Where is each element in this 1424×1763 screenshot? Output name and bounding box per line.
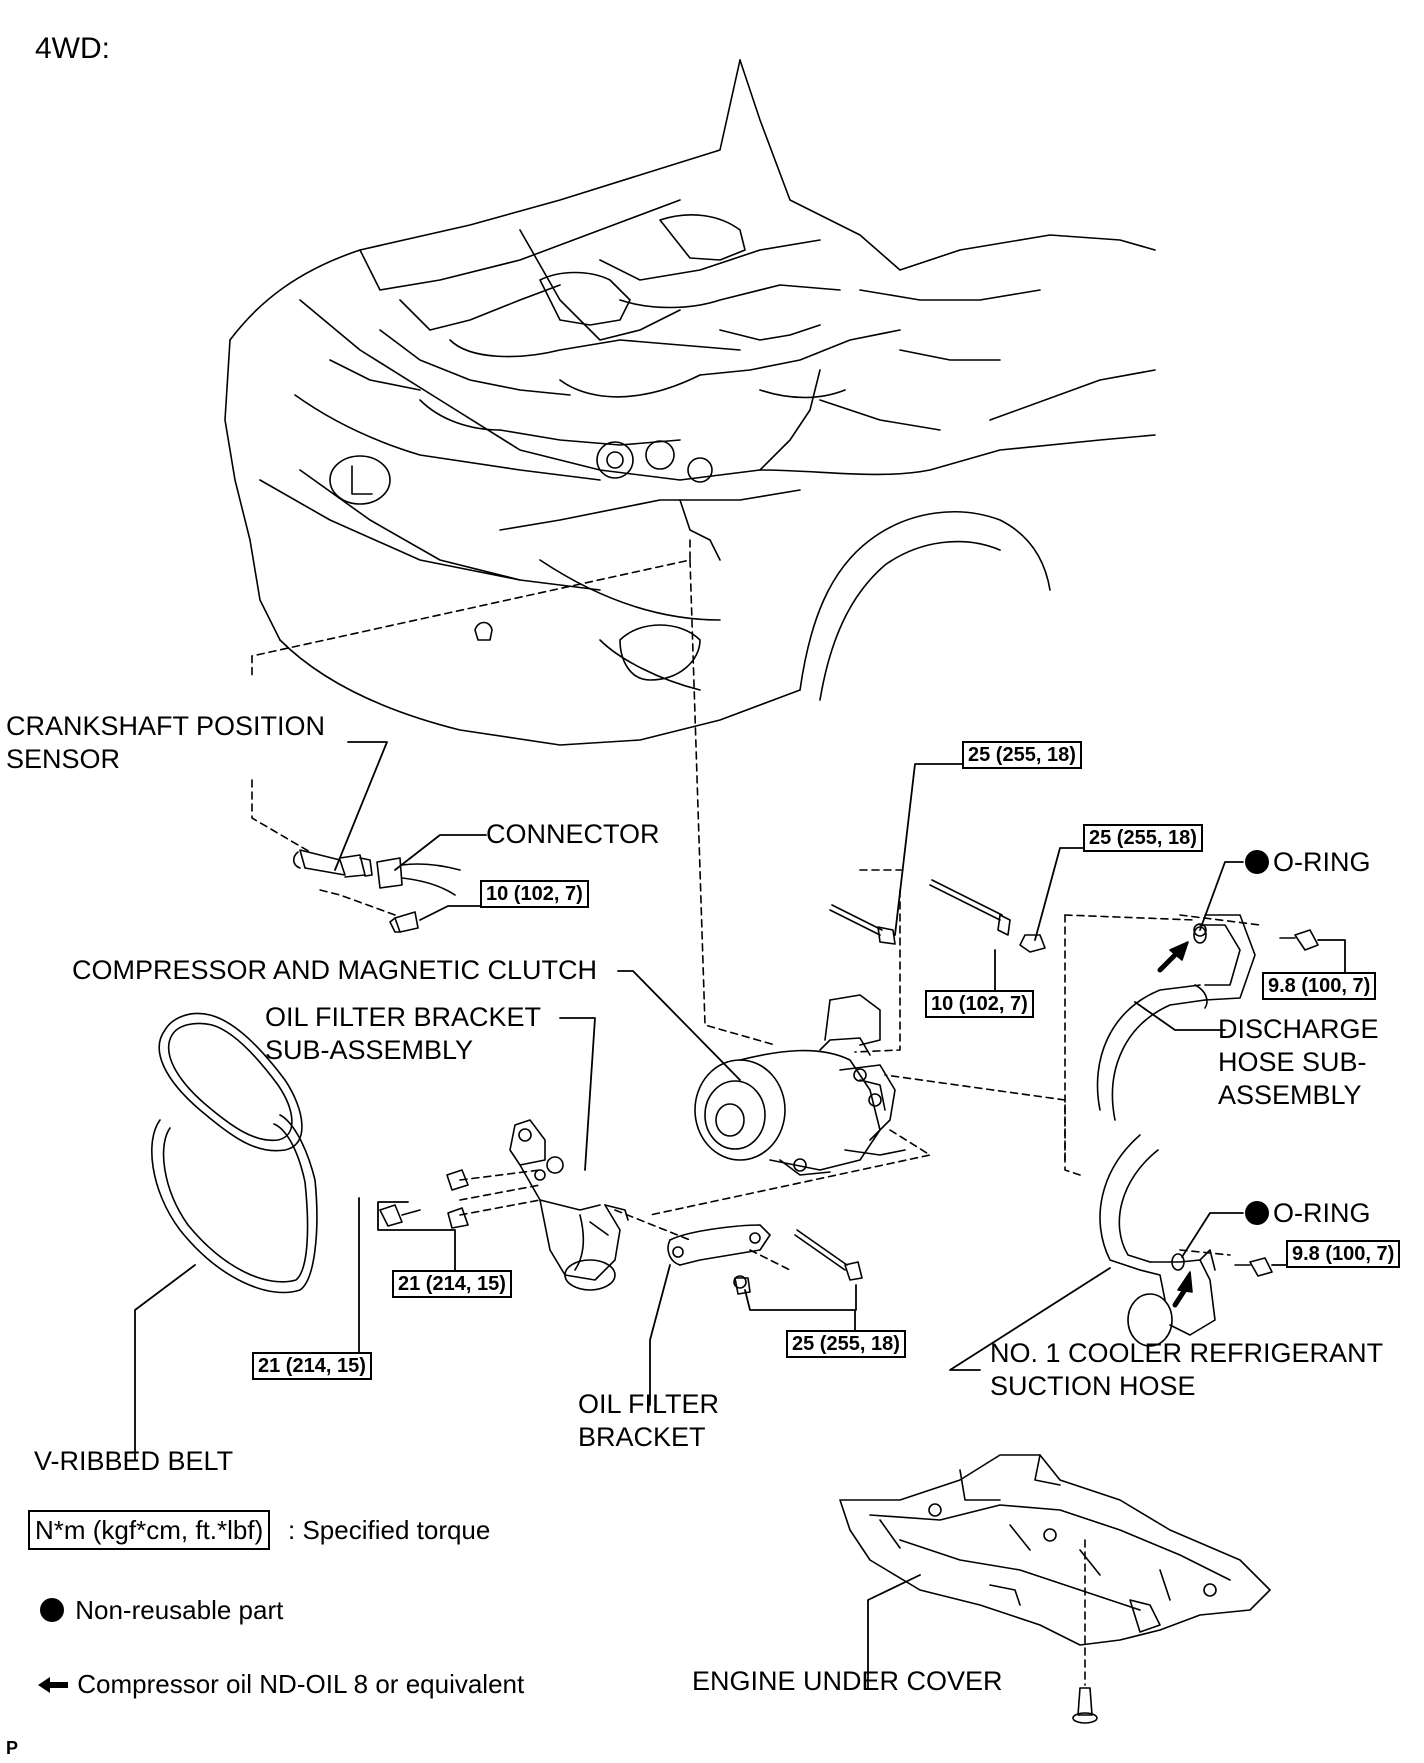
label-connector: CONNECTOR	[486, 819, 660, 849]
torque-oil-filter-bracket-bolt: 25 (255, 18)	[786, 1330, 906, 1358]
compressor-drawing	[694, 994, 906, 1176]
non-reusable-dot-icon	[40, 1598, 64, 1622]
label-compressor: COMPRESSOR AND MAGNETIC CLUTCH	[72, 955, 598, 985]
label-suction-hose-line2: SUCTION HOSE	[990, 1371, 1196, 1401]
compressor-fasteners-drawing	[829, 879, 1046, 953]
label-crankshaft-sensor-line2: SENSOR	[6, 744, 121, 774]
suction-hose-drawing	[1099, 1134, 1273, 1347]
torque-compressor-nut: 25 (255, 18)	[1083, 824, 1203, 852]
label-oil-filter-bracket-sub-line1: OIL FILTER BRACKET	[265, 1002, 542, 1032]
non-reusable-dot-icon	[1245, 850, 1269, 874]
sensor-bolt-drawing	[389, 911, 419, 933]
torque-sensor-bolt: 10 (102, 7)	[480, 880, 589, 908]
label-suction-hose-line1: NO. 1 COOLER REFRIGERANT	[990, 1338, 1384, 1368]
torque-bracket-nuts: 21 (214, 15)	[392, 1270, 512, 1298]
assembly-dashed-lines	[251, 539, 1261, 1686]
label-oil-filter-bracket-sub-line2: SUB-ASSEMBLY	[265, 1035, 474, 1065]
oil-arrow-icons	[1157, 941, 1193, 1308]
label-engine-under-cover: ENGINE UNDER COVER	[692, 1666, 1003, 1696]
bracket-fasteners-drawing	[379, 1169, 469, 1229]
label-o-ring-upper: O-RING	[1245, 846, 1371, 879]
label-discharge-hose-line3: ASSEMBLY	[1218, 1080, 1362, 1110]
label-oil-filter-bracket-line2: BRACKET	[578, 1422, 706, 1452]
oil-filter-bracket-sub-assembly-drawing	[509, 1119, 629, 1291]
diagram-title: 4WD:	[35, 32, 110, 65]
oil-arrow-icon	[38, 1677, 68, 1693]
legend-torque-box: N*m (kgf*cm, ft.*lbf)	[28, 1510, 271, 1550]
v-ribbed-belt-drawing	[151, 1012, 318, 1294]
label-o-ring-lower: O-RING	[1245, 1197, 1371, 1230]
label-oil-filter-bracket-line1: OIL FILTER	[578, 1389, 720, 1419]
engine-under-cover-drawing	[839, 1454, 1271, 1646]
torque-bracket-bolt: 21 (214, 15)	[252, 1352, 372, 1380]
crankshaft-sensor-drawing	[292, 849, 373, 878]
torque-suction-bolt: 9.8 (100, 7)	[1286, 1240, 1401, 1268]
footer-mark: P	[6, 1738, 19, 1758]
discharge-hose-drawing	[1096, 914, 1319, 1121]
legend-torque-text: : Specified torque	[288, 1515, 491, 1545]
o-ring-upper-drawing	[1193, 926, 1207, 944]
legend-nonreusable: Non-reusable part	[40, 1592, 283, 1628]
torque-compressor-bolt-top: 25 (255, 18)	[962, 741, 1082, 769]
under-cover-clip-drawing	[1072, 1687, 1098, 1724]
connector-drawing	[376, 857, 461, 896]
torque-discharge-bolt: 9.8 (100, 7)	[1262, 972, 1377, 1000]
oil-filter-bracket-drawing	[667, 1224, 863, 1295]
torque-compressor-stud: 10 (102, 7)	[925, 990, 1034, 1018]
label-discharge-hose-line2: HOSE SUB-	[1218, 1047, 1367, 1077]
non-reusable-dot-icon	[1245, 1201, 1269, 1225]
legend-oil: Compressor oil ND-OIL 8 or equivalent	[36, 1666, 524, 1702]
label-discharge-hose-line1: DISCHARGE	[1218, 1014, 1379, 1044]
vehicle-body-drawing	[224, 59, 1156, 746]
label-crankshaft-sensor-line1: CRANKSHAFT POSITION	[6, 711, 326, 741]
label-v-ribbed-belt: V-RIBBED BELT	[34, 1446, 234, 1476]
